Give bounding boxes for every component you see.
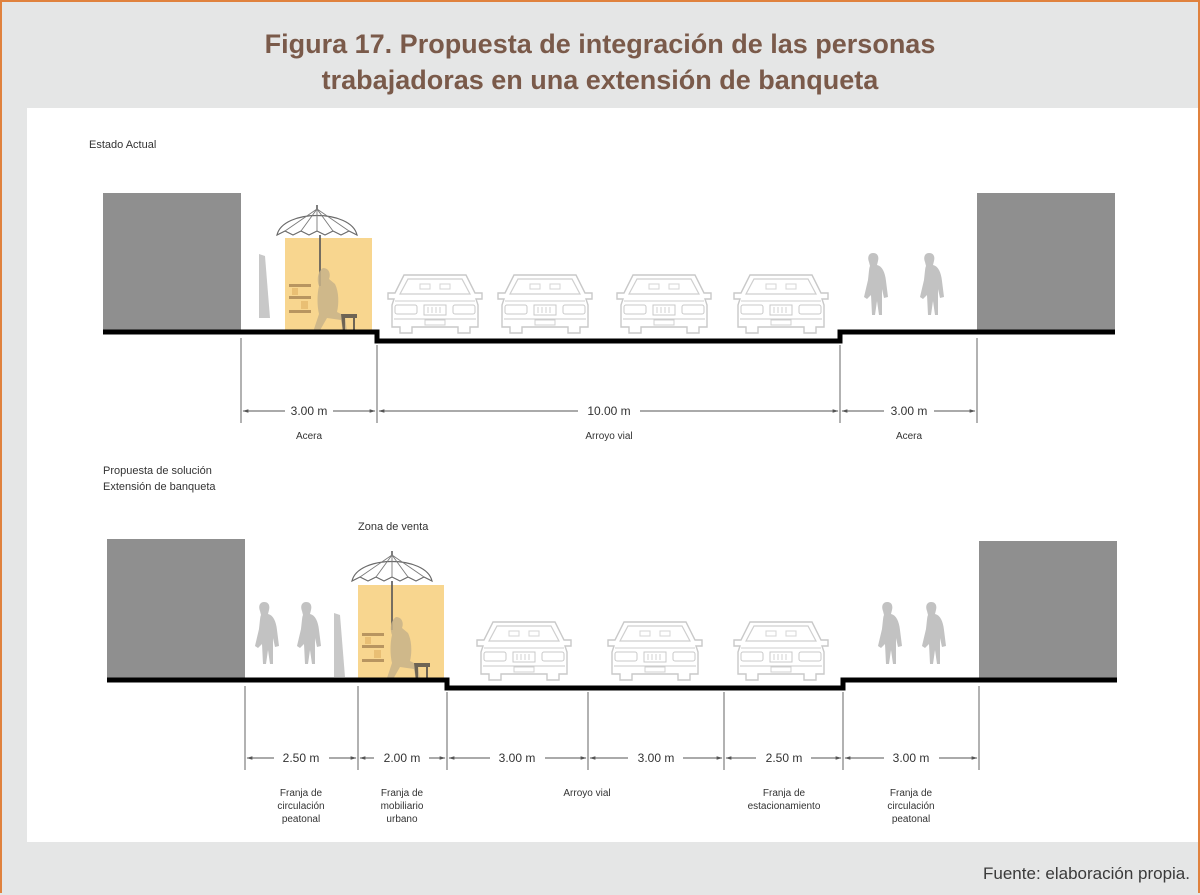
pedestrian-icon	[255, 602, 279, 664]
car-icon	[387, 274, 483, 334]
car-icon	[733, 274, 829, 334]
umbrella-icon	[351, 550, 433, 582]
segment-label: Franja de	[890, 788, 933, 799]
segment-label: Arroyo vial	[585, 431, 632, 442]
segment-label: Franja de	[381, 788, 424, 799]
building-left	[107, 539, 245, 680]
pedestrian-icon	[878, 602, 902, 664]
dim-label: 2.50 m	[283, 751, 320, 765]
building-right	[977, 193, 1115, 332]
ground-line	[107, 677, 1117, 691]
segment-label: Franja de	[280, 788, 323, 799]
zone-label: Zona de venta	[358, 521, 429, 533]
figure-title: Figura 17. Propuesta de integración de l…	[0, 26, 1200, 98]
figure-source: Fuente: elaboración propia.	[983, 864, 1190, 883]
current-section-label: Estado Actual	[89, 139, 156, 151]
pedestrian-icon	[297, 602, 321, 664]
pedestrian-icon	[922, 602, 946, 664]
segment-label: mobiliario	[381, 801, 424, 812]
car-icon	[733, 621, 829, 681]
segment-label: peatonal	[282, 814, 320, 825]
building-right	[979, 541, 1117, 680]
building-left	[103, 193, 241, 332]
dim-label: 3.00 m	[499, 751, 536, 765]
umbrella-icon	[276, 204, 358, 236]
proposal-section-label: Propuesta de solución	[103, 465, 212, 477]
proposal-section-sublabel: Extensión de banqueta	[103, 481, 216, 493]
segment-label: urbano	[386, 814, 418, 825]
segment-label: circulación	[277, 801, 324, 812]
dim-label: 3.00 m	[891, 404, 928, 418]
sign-icon	[259, 254, 270, 318]
car-icon	[476, 621, 572, 681]
diagram-panel: Estado Actual 3.00 m 10.00	[27, 108, 1198, 842]
segment-label: peatonal	[892, 814, 930, 825]
segment-label: Arroyo vial	[563, 788, 610, 799]
car-icon	[497, 274, 593, 334]
dim-label: 10.00 m	[587, 404, 630, 418]
ground-line	[103, 329, 1115, 344]
dim-label: 2.00 m	[384, 751, 421, 765]
pedestrian-icon	[864, 253, 888, 315]
segment-label: circulación	[887, 801, 934, 812]
street-section-diagram: Estado Actual 3.00 m 10.00	[89, 139, 1117, 825]
segment-label: Acera	[296, 431, 323, 442]
dim-label: 3.00 m	[893, 751, 930, 765]
segment-label: Acera	[896, 431, 923, 442]
car-icon	[616, 274, 712, 334]
car-icon	[607, 621, 703, 681]
title-line-2: trabajadoras en una extensión de banquet…	[321, 65, 879, 95]
dim-label: 2.50 m	[766, 751, 803, 765]
dim-label: 3.00 m	[291, 404, 328, 418]
sign-icon	[334, 613, 345, 677]
dim-label: 3.00 m	[638, 751, 675, 765]
segment-label: estacionamiento	[748, 801, 821, 812]
title-line-1: Figura 17. Propuesta de integración de l…	[264, 29, 936, 59]
segment-label: Franja de	[763, 788, 806, 799]
pedestrian-icon	[920, 253, 944, 315]
